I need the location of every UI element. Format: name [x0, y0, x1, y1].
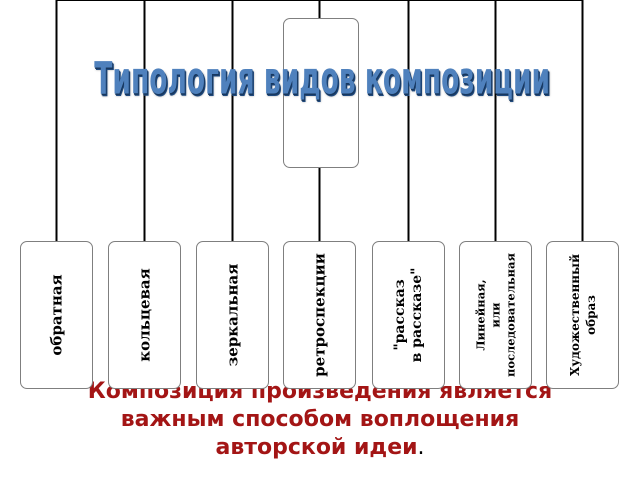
diagram-title: Типология видов композиции — [94, 52, 551, 106]
footer-line-3: авторской идеи. — [0, 434, 640, 462]
type-label: ретроспекции — [310, 253, 328, 377]
type-box-2: кольцевая — [108, 241, 181, 389]
type-label: кольцевая — [135, 268, 153, 362]
type-label: Художественный образ — [567, 254, 598, 376]
type-box-3: зеркальная — [196, 241, 269, 389]
footer-caption: Композиция произведения является важным … — [0, 378, 640, 462]
type-label: обратная — [47, 274, 65, 356]
root-node-box — [283, 18, 359, 168]
footer-line-2: важным способом воплощения — [120, 407, 520, 432]
type-label: зеркальная — [223, 263, 241, 367]
footer-period: . — [417, 435, 425, 460]
type-box-5: "рассказ в рассказе" — [372, 241, 445, 389]
type-box-1: обратная — [20, 241, 93, 389]
type-box-7: Художественный образ — [546, 241, 619, 389]
footer-line-3-text: авторской идеи — [215, 435, 418, 460]
type-label: "рассказ в рассказе" — [391, 267, 425, 363]
type-label: Линейная, или последовательная — [473, 252, 517, 378]
type-box-6: Линейная, или последовательная — [459, 241, 532, 389]
type-box-4: ретроспекции — [283, 241, 356, 389]
